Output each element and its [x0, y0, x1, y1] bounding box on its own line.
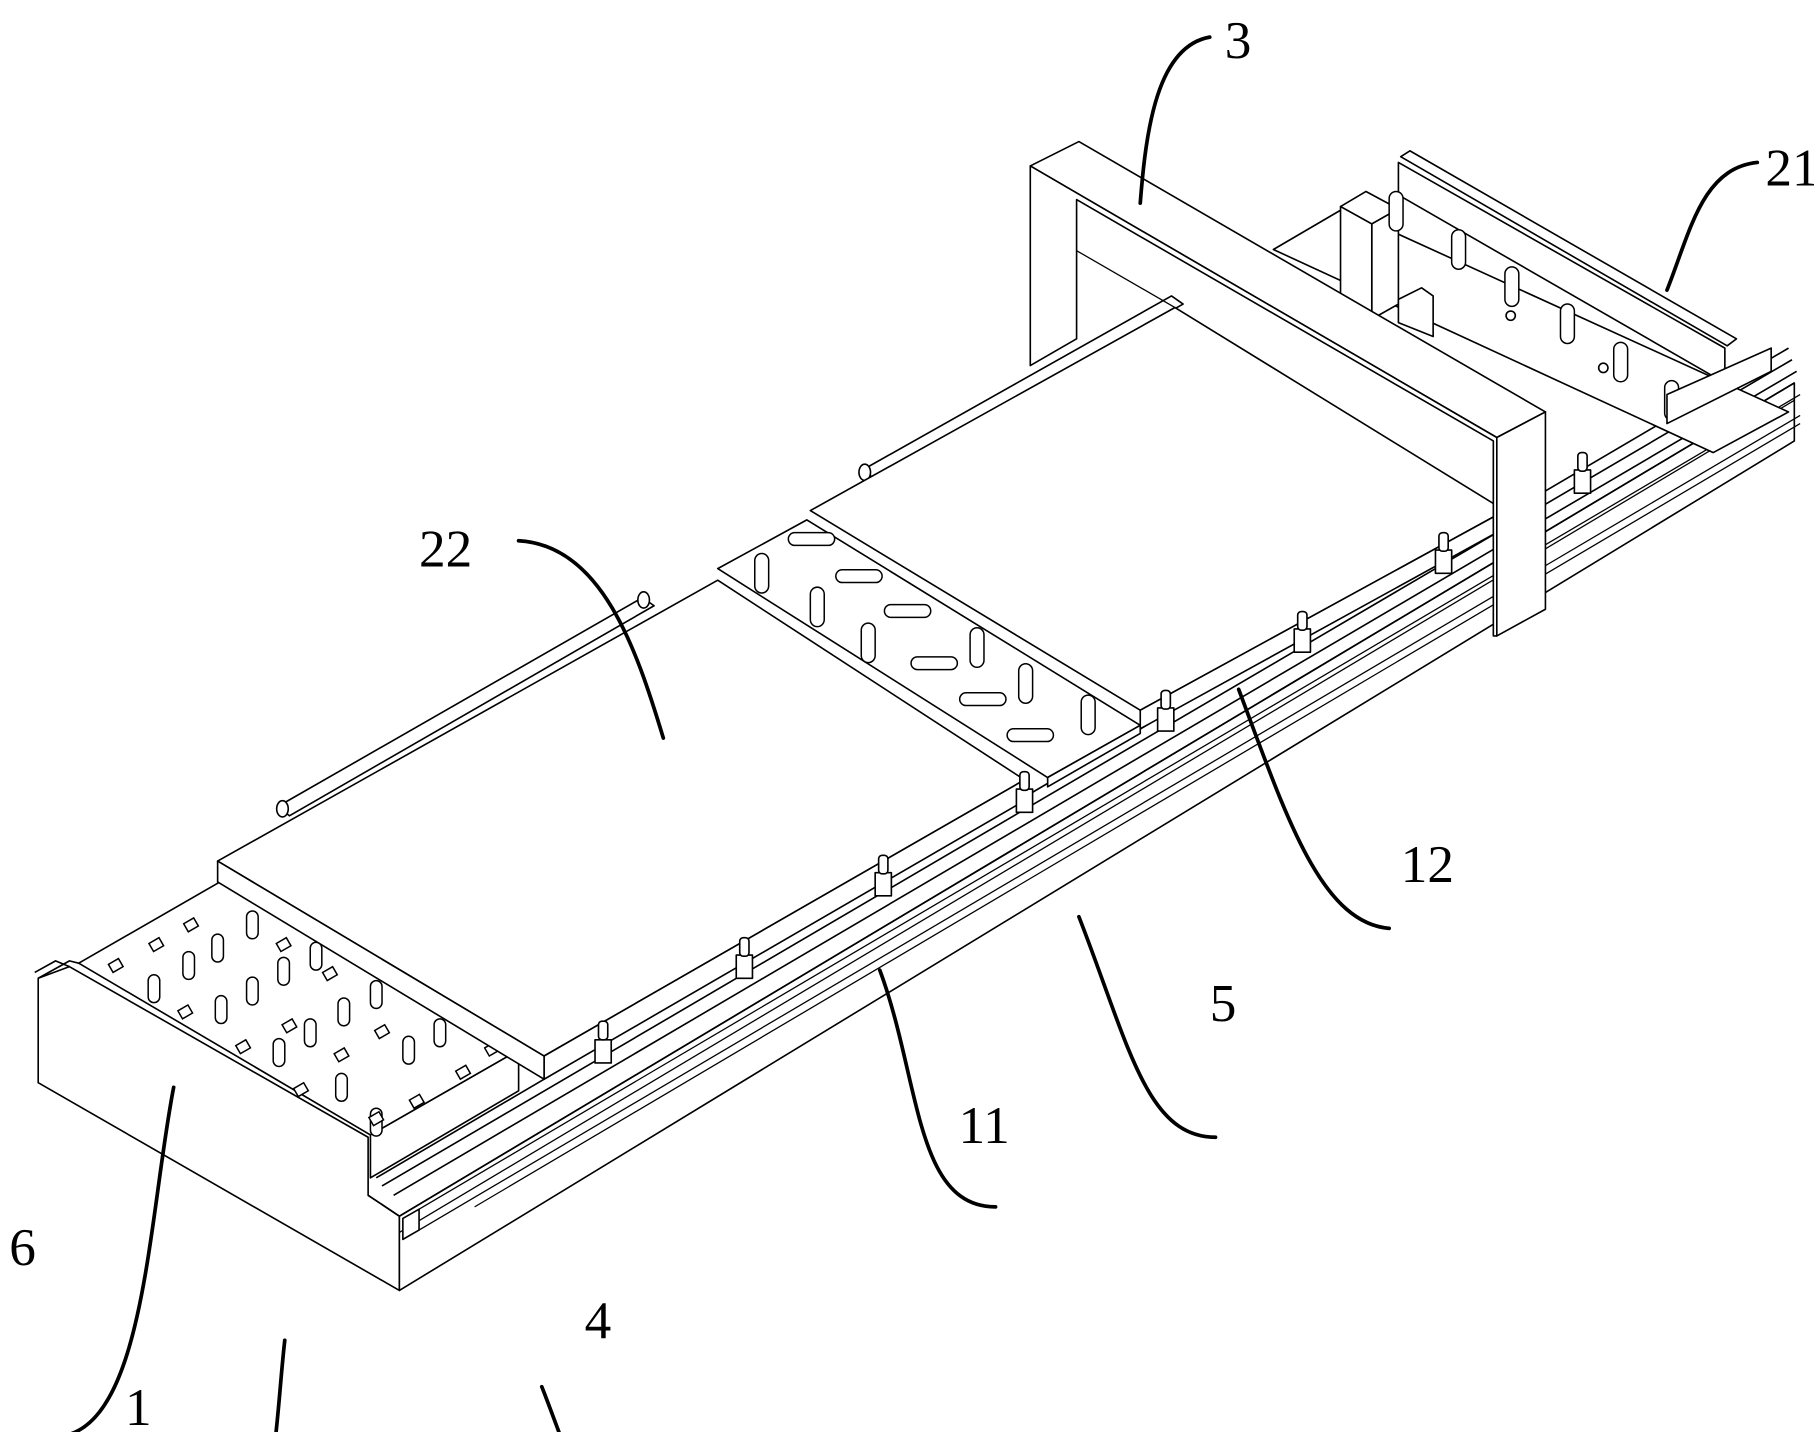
locating-pin	[874, 854, 893, 897]
leader-3	[1138, 35, 1212, 205]
leader-6	[70, 1085, 176, 1432]
label-5: 5	[1210, 973, 1237, 1033]
locating-pin	[1434, 531, 1453, 575]
perforation-slots	[147, 910, 447, 1137]
locating-pin	[735, 936, 754, 980]
leader-1	[274, 1338, 287, 1432]
base-body	[37, 347, 1801, 1292]
locating-pins	[594, 451, 1592, 1064]
leader-21	[1665, 160, 1760, 292]
middle-perforated-strip	[716, 519, 1142, 788]
locating-pin	[1293, 610, 1312, 653]
portal-frame	[1029, 140, 1547, 637]
rear-frame	[1272, 150, 1790, 454]
label-22: 22	[419, 518, 472, 578]
label-3: 3	[1225, 10, 1252, 70]
label-11: 11	[959, 1095, 1010, 1155]
label-4: 4	[585, 1290, 612, 1350]
locating-pin	[594, 1020, 613, 1064]
second-plate	[809, 306, 1506, 730]
leader-5	[1077, 914, 1218, 1140]
guide-rail	[402, 394, 1801, 1241]
leader-22	[516, 538, 666, 740]
label-1: 1	[125, 1377, 152, 1432]
label-6: 6	[9, 1217, 36, 1277]
leader-11	[877, 968, 998, 1209]
locating-pin	[1156, 689, 1175, 732]
portal-leg-right	[1496, 411, 1547, 637]
strip-slots	[754, 531, 1096, 743]
label-21: 21	[1765, 138, 1814, 198]
leader-4	[539, 1384, 561, 1432]
locating-pin	[1015, 770, 1034, 814]
first-plate	[216, 579, 1026, 1081]
leader-12	[1236, 687, 1392, 931]
rear-frame-slots	[1388, 190, 1680, 421]
side-roller	[275, 295, 1184, 818]
label-12: 12	[1401, 834, 1454, 894]
locating-pin	[1573, 451, 1592, 495]
perforated-plate	[34, 881, 520, 1179]
